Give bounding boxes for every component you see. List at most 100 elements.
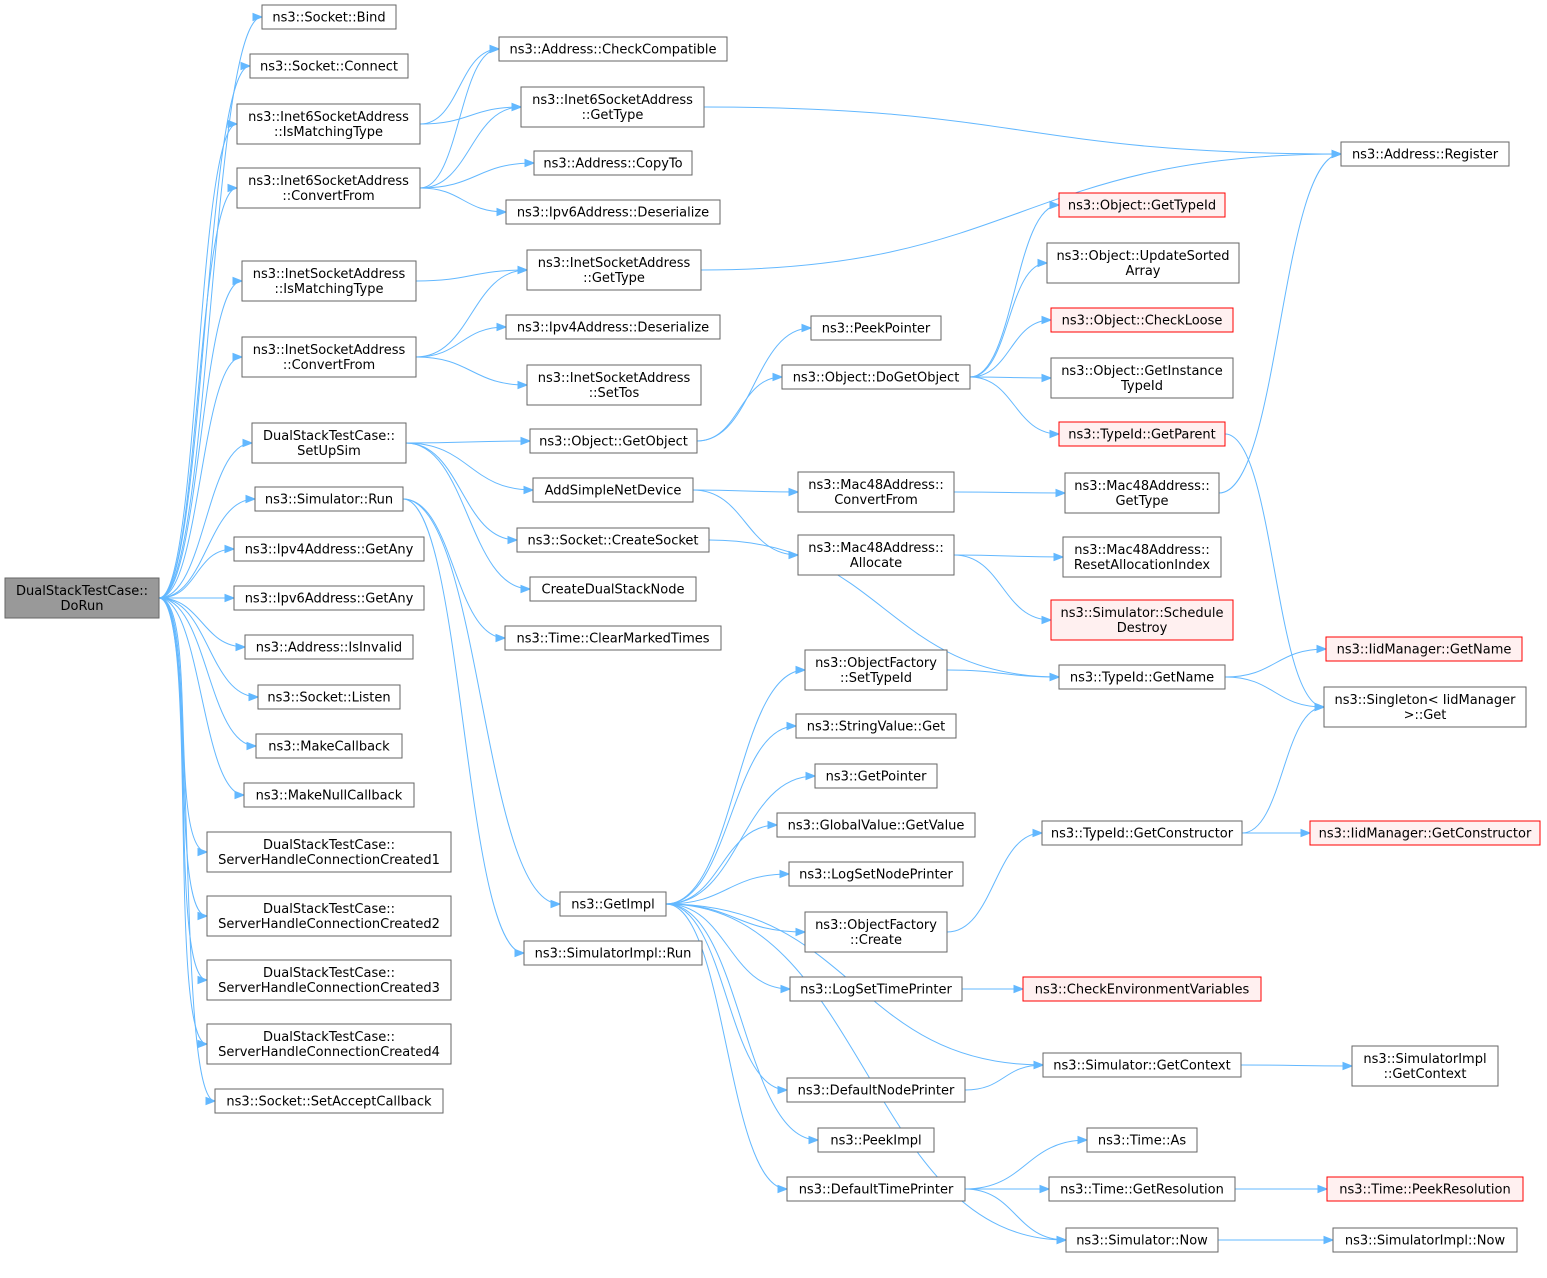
node-box[interactable]: [244, 634, 414, 660]
node-i4-ismatch[interactable]: ns3::InetSocketAddress::IsMatchingType: [241, 260, 417, 302]
node-box[interactable]: [1050, 599, 1234, 641]
node-box[interactable]: [788, 861, 964, 887]
node-typeid-getname[interactable]: ns3::TypeId::GetName: [1058, 664, 1226, 690]
node-mac48-convert[interactable]: ns3::Mac48Address::ConvertFrom: [797, 471, 955, 513]
node-box[interactable]: [532, 477, 694, 503]
node-box[interactable]: [817, 1127, 935, 1153]
node-box[interactable]: [254, 486, 404, 512]
node-box[interactable]: [516, 527, 710, 553]
node-i4-gettype[interactable]: ns3::InetSocketAddress::GetType: [526, 249, 702, 291]
node-sim-getcontext[interactable]: ns3::Simulator::GetContext: [1042, 1052, 1242, 1078]
node-box[interactable]: [261, 4, 397, 30]
node-box[interactable]: [1050, 307, 1234, 333]
node-box[interactable]: [1332, 1227, 1518, 1253]
node-box[interactable]: [498, 36, 728, 62]
node-box[interactable]: [1309, 820, 1541, 846]
node-box[interactable]: [233, 536, 425, 562]
node-box[interactable]: [206, 959, 452, 1001]
node-logsetnodeprinter[interactable]: ns3::LogSetNodePrinter: [788, 861, 964, 887]
node-box[interactable]: [533, 150, 693, 176]
node-box[interactable]: [789, 976, 963, 1002]
node-ipv6-deser[interactable]: ns3::Ipv6Address::Deserialize: [505, 199, 721, 225]
node-sock-setaccept[interactable]: ns3::Socket::SetAcceptCallback: [214, 1088, 444, 1114]
node-ipv6-getany[interactable]: ns3::Ipv6Address::GetAny: [233, 585, 425, 611]
node-box[interactable]: [1058, 664, 1226, 690]
node-box[interactable]: [236, 167, 421, 209]
node-box[interactable]: [520, 86, 705, 128]
node-time-as[interactable]: ns3::Time::As: [1086, 1127, 1198, 1153]
node-peekpointer[interactable]: ns3::PeekPointer: [810, 315, 942, 341]
node-mac48-gettype[interactable]: ns3::Mac48Address::GetType: [1064, 472, 1220, 514]
node-box[interactable]: [810, 315, 942, 341]
node-obj-dogetobject[interactable]: ns3::Object::DoGetObject: [781, 364, 971, 390]
node-sock-listen[interactable]: ns3::Socket::Listen: [257, 684, 401, 710]
node-logsettimeprinter[interactable]: ns3::LogSetTimePrinter: [789, 976, 963, 1002]
node-box[interactable]: [236, 103, 421, 145]
node-box[interactable]: [1064, 472, 1220, 514]
node-sock-bind[interactable]: ns3::Socket::Bind: [261, 4, 397, 30]
node-mac48-allocate[interactable]: ns3::Mac48Address::Allocate: [797, 534, 955, 576]
node-box[interactable]: [206, 831, 452, 873]
node-addr-checkcompat[interactable]: ns3::Address::CheckCompatible: [498, 36, 728, 62]
node-box[interactable]: [243, 782, 415, 808]
node-time-clearmarked[interactable]: ns3::Time::ClearMarkedTimes: [504, 625, 722, 651]
node-typeid-getparent[interactable]: ns3::TypeId::GetParent: [1058, 421, 1226, 447]
node-box[interactable]: [206, 895, 452, 937]
node-time-getres[interactable]: ns3::Time::GetResolution: [1048, 1176, 1236, 1202]
node-stringvalue-get[interactable]: ns3::StringValue::Get: [795, 713, 957, 739]
node-obj-gettypeid[interactable]: ns3::Object::GetTypeId: [1058, 192, 1226, 218]
node-i6-ismatch[interactable]: ns3::Inet6SocketAddress::IsMatchingType: [236, 103, 421, 145]
node-defaultnodeprinter[interactable]: ns3::DefaultNodePrinter: [786, 1077, 966, 1103]
node-box[interactable]: [1058, 421, 1226, 447]
node-box[interactable]: [233, 585, 425, 611]
node-box[interactable]: [526, 364, 702, 406]
node-addr-register[interactable]: ns3::Address::Register: [1340, 141, 1510, 167]
node-i6-convert[interactable]: ns3::Inet6SocketAddress::ConvertFrom: [236, 167, 421, 209]
node-box[interactable]: [1048, 1176, 1236, 1202]
node-ipv4-getany[interactable]: ns3::Ipv4Address::GetAny: [233, 536, 425, 562]
node-shcc3[interactable]: DualStackTestCase::ServerHandleConnectio…: [206, 959, 452, 1001]
node-box[interactable]: [776, 812, 976, 838]
node-box[interactable]: [559, 891, 667, 917]
node-sock-create[interactable]: ns3::Socket::CreateSocket: [516, 527, 710, 553]
node-box[interactable]: [255, 733, 403, 759]
node-box[interactable]: [1041, 820, 1243, 846]
node-box[interactable]: [206, 1023, 452, 1065]
node-ipv4-deser[interactable]: ns3::Ipv4Address::Deserialize: [505, 314, 721, 340]
node-sim-now[interactable]: ns3::Simulator::Now: [1065, 1227, 1219, 1253]
node-box[interactable]: [504, 625, 722, 651]
node-shcc4[interactable]: DualStackTestCase::ServerHandleConnectio…: [206, 1023, 452, 1065]
node-setupsim[interactable]: DualStackTestCase::SetUpSim: [251, 422, 407, 464]
node-box[interactable]: [257, 684, 401, 710]
node-box[interactable]: [505, 199, 721, 225]
node-box[interactable]: [786, 1077, 966, 1103]
node-box[interactable]: [1326, 1176, 1524, 1202]
node-globalvalue-getvalue[interactable]: ns3::GlobalValue::GetValue: [776, 812, 976, 838]
node-box[interactable]: [1323, 686, 1527, 728]
node-box[interactable]: [795, 713, 957, 739]
node-box[interactable]: [505, 314, 721, 340]
node-box[interactable]: [1325, 636, 1523, 662]
node-shcc1[interactable]: DualStackTestCase::ServerHandleConnectio…: [206, 831, 452, 873]
node-getimpl[interactable]: ns3::GetImpl: [559, 891, 667, 917]
node-box[interactable]: [1086, 1127, 1198, 1153]
node-box[interactable]: [523, 940, 703, 966]
node-root[interactable]: DualStackTestCase::DoRun: [4, 577, 160, 619]
node-box[interactable]: [1340, 141, 1510, 167]
node-makecallback[interactable]: ns3::MakeCallback: [255, 733, 403, 759]
node-box[interactable]: [251, 422, 407, 464]
node-addr-isinvalid[interactable]: ns3::Address::IsInvalid: [244, 634, 414, 660]
node-objfactory-create[interactable]: ns3::ObjectFactory::Create: [804, 911, 948, 953]
node-makenullcallback[interactable]: ns3::MakeNullCallback: [243, 782, 415, 808]
node-defaulttimeprinter[interactable]: ns3::DefaultTimePrinter: [786, 1176, 966, 1202]
node-box[interactable]: [1046, 242, 1240, 284]
node-typeid-getconstructor[interactable]: ns3::TypeId::GetConstructor: [1041, 820, 1243, 846]
node-objfactory-settypeid[interactable]: ns3::ObjectFactory::SetTypeId: [804, 649, 948, 691]
node-obj-checkloose[interactable]: ns3::Object::CheckLoose: [1050, 307, 1234, 333]
node-box[interactable]: [797, 471, 955, 513]
node-sim-run[interactable]: ns3::Simulator::Run: [254, 486, 404, 512]
node-box[interactable]: [797, 534, 955, 576]
